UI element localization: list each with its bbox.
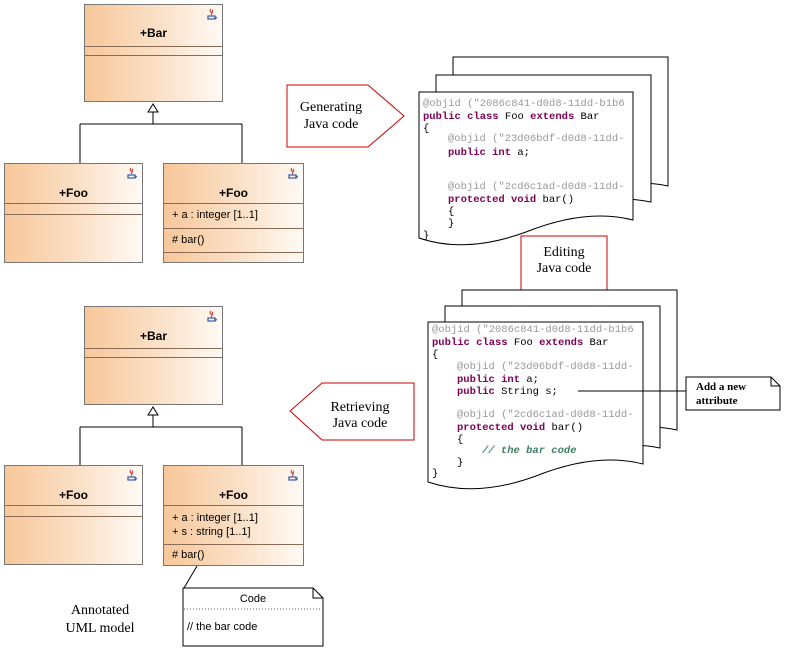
- uml-class-foo-right-bottom[interactable]: +Foo + a : integer [1..1] + s : string […: [163, 465, 304, 566]
- generating-label-line2: Java code: [304, 117, 359, 132]
- editing-label-line2: Java code: [537, 261, 592, 276]
- retrieving-arrow: [289, 382, 415, 441]
- class-attribute: + s : string [1..1]: [172, 526, 251, 538]
- code-op-declaration: protected void bar(): [457, 422, 583, 434]
- class-header: +Bar: [85, 5, 222, 47]
- code-brace-close: }: [423, 230, 429, 242]
- code-attr-declaration: public int a;: [448, 147, 530, 159]
- code-objid-attr: @objid ("23d06bdf-d0d8-11dd-: [448, 133, 624, 145]
- class-header: +Foo: [164, 466, 303, 506]
- code-brace-open: {: [423, 123, 429, 135]
- code-objid-attr: @objid ("23d06bdf-d0d8-11dd-: [457, 361, 633, 373]
- class-name: +Foo: [59, 488, 88, 502]
- code-op-brace-open: {: [448, 206, 454, 218]
- class-name: +Bar: [139, 26, 168, 40]
- uml-class-bar-bottom[interactable]: +Bar: [84, 306, 223, 405]
- code-objid-class: @objid ("2086c841-d0d8-11dd-b1b6: [423, 98, 625, 110]
- class-header: +Foo: [164, 164, 303, 204]
- code-note: Code // the bar code: [182, 587, 324, 647]
- code-brace-open: {: [432, 349, 438, 361]
- code-note-connector: [183, 565, 198, 589]
- java-icon: [127, 469, 137, 481]
- class-operation: # bar(): [172, 234, 205, 246]
- class-header: +Foo: [5, 164, 142, 204]
- code-op-brace-open: {: [457, 434, 463, 446]
- code-objid-op: @objid ("2cd6c1ad-d0d8-11dd-: [457, 409, 633, 421]
- uml-class-foo-left-bottom[interactable]: +Foo: [4, 465, 143, 565]
- class-name: +Foo: [219, 186, 248, 200]
- class-name: +Foo: [59, 186, 88, 200]
- uml-class-foo-left-top[interactable]: +Foo: [4, 163, 143, 263]
- uml-class-foo-right-top[interactable]: +Foo + a : integer [1..1] # bar(): [163, 163, 304, 263]
- code-note-body: // the bar code: [187, 621, 257, 633]
- annotation-line2: attribute: [696, 395, 738, 407]
- code-op-comment: // the bar code: [481, 445, 577, 457]
- java-icon: [288, 167, 298, 179]
- class-name: +Bar: [139, 329, 168, 343]
- class-name: +Foo: [219, 488, 248, 502]
- code-document-stack-top: [418, 56, 669, 246]
- class-attribute: + a : integer [1..1]: [172, 209, 258, 221]
- code-objid-class: @objid ("2086c841-d0d8-11dd-b1b6: [432, 324, 634, 336]
- code-op-brace-close: }: [448, 218, 454, 230]
- caption-line1: Annotated: [71, 603, 129, 618]
- code-class-declaration: public class Foo extends Bar: [423, 111, 599, 123]
- code-class-declaration: public class Foo extends Bar: [432, 337, 608, 349]
- annotation-note: Add a new attribute: [685, 376, 781, 411]
- generalization-bottom: [79, 406, 243, 465]
- code-text-bottom: @objid ("2086c841-d0d8-11dd-b1b6 public …: [432, 324, 634, 480]
- code-text-top: @objid ("2086c841-d0d8-11dd-b1b6 public …: [423, 98, 625, 242]
- class-attribute: + a : integer [1..1]: [172, 512, 258, 524]
- generating-arrow: [286, 84, 405, 148]
- caption-line2: UML model: [65, 621, 134, 636]
- generalization-top: [79, 103, 243, 163]
- java-icon: [207, 310, 217, 322]
- uml-class-bar-top[interactable]: +Bar: [84, 4, 223, 102]
- retrieving-label-line1: Retrieving: [330, 400, 389, 415]
- code-note-title: Code: [240, 593, 266, 605]
- code-brace-close: }: [432, 468, 438, 480]
- code-attr-declaration: public int a;: [457, 374, 539, 386]
- generating-label-line1: Generating: [300, 100, 362, 115]
- java-icon: [207, 8, 217, 20]
- class-header: +Foo: [5, 466, 142, 506]
- code-document-stack-bottom: [427, 289, 678, 490]
- annotation-line1: Add a new: [696, 381, 746, 393]
- java-icon: [288, 469, 298, 481]
- code-objid-op: @objid ("2cd6c1ad-d0d8-11dd-: [448, 181, 624, 193]
- editing-label-line1: Editing: [543, 245, 584, 260]
- java-icon: [127, 167, 137, 179]
- code-attr2-declaration: public String s;: [457, 386, 558, 398]
- class-header: +Bar: [85, 307, 222, 349]
- class-operation: # bar(): [172, 549, 205, 561]
- retrieving-label-line2: Java code: [333, 416, 388, 431]
- code-op-declaration: protected void bar(): [448, 194, 574, 206]
- code-op-brace-close: }: [457, 457, 463, 469]
